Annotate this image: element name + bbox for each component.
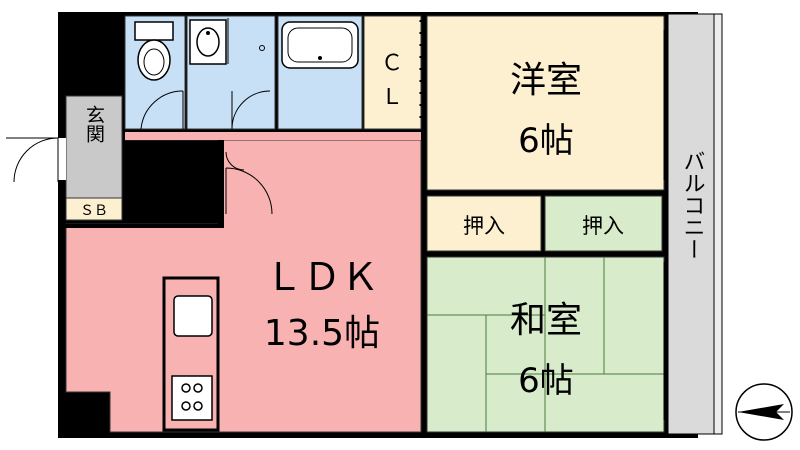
japanese-room-size: 6帖 xyxy=(518,361,574,401)
washroom-door-icon xyxy=(231,90,271,130)
closet-cl-label-bottom: Ｌ xyxy=(381,85,403,110)
balcony-area xyxy=(667,13,723,435)
closet-cl-label-top: Ｃ xyxy=(381,51,403,76)
entrance-label: 玄関 xyxy=(83,105,105,143)
western-room-name: 洋室 xyxy=(510,60,582,101)
entrance-door-icon xyxy=(6,137,59,183)
ldk-left-wall xyxy=(62,224,224,228)
western-room xyxy=(426,15,665,191)
bathtub-icon xyxy=(281,21,359,69)
balcony-rail xyxy=(713,13,723,435)
oshiire-right-label: 押入 xyxy=(582,214,624,238)
toilet-icon xyxy=(134,21,174,81)
closet-cl xyxy=(363,15,422,130)
japanese-room-name: 和室 xyxy=(510,300,582,341)
ldk-name: ＬＤＫ xyxy=(265,255,379,299)
toilet-door-icon xyxy=(140,90,184,130)
shoe-box-area xyxy=(65,197,123,221)
oshiire-right-area xyxy=(544,195,663,252)
entrance-door-gap xyxy=(58,138,66,180)
shoe-box-label: ＳＢ xyxy=(80,203,108,219)
compass-icon xyxy=(735,383,793,441)
kitchen-counter xyxy=(162,276,220,432)
balcony-label: バルコニー xyxy=(680,150,705,260)
western-room-size: 6帖 xyxy=(518,121,574,161)
sliding-doors xyxy=(423,30,665,420)
washer-drain-icon xyxy=(259,45,265,51)
oshiire-left-label: 押入 xyxy=(463,214,505,238)
ldk-door-icon xyxy=(225,151,273,215)
washbasin-icon xyxy=(189,19,227,65)
tatami-lines xyxy=(427,257,664,432)
ldk-size: 13.5帖 xyxy=(264,313,380,354)
hall-area xyxy=(125,132,421,140)
oshiire-left-area xyxy=(426,195,542,252)
hall-wall xyxy=(218,140,224,228)
